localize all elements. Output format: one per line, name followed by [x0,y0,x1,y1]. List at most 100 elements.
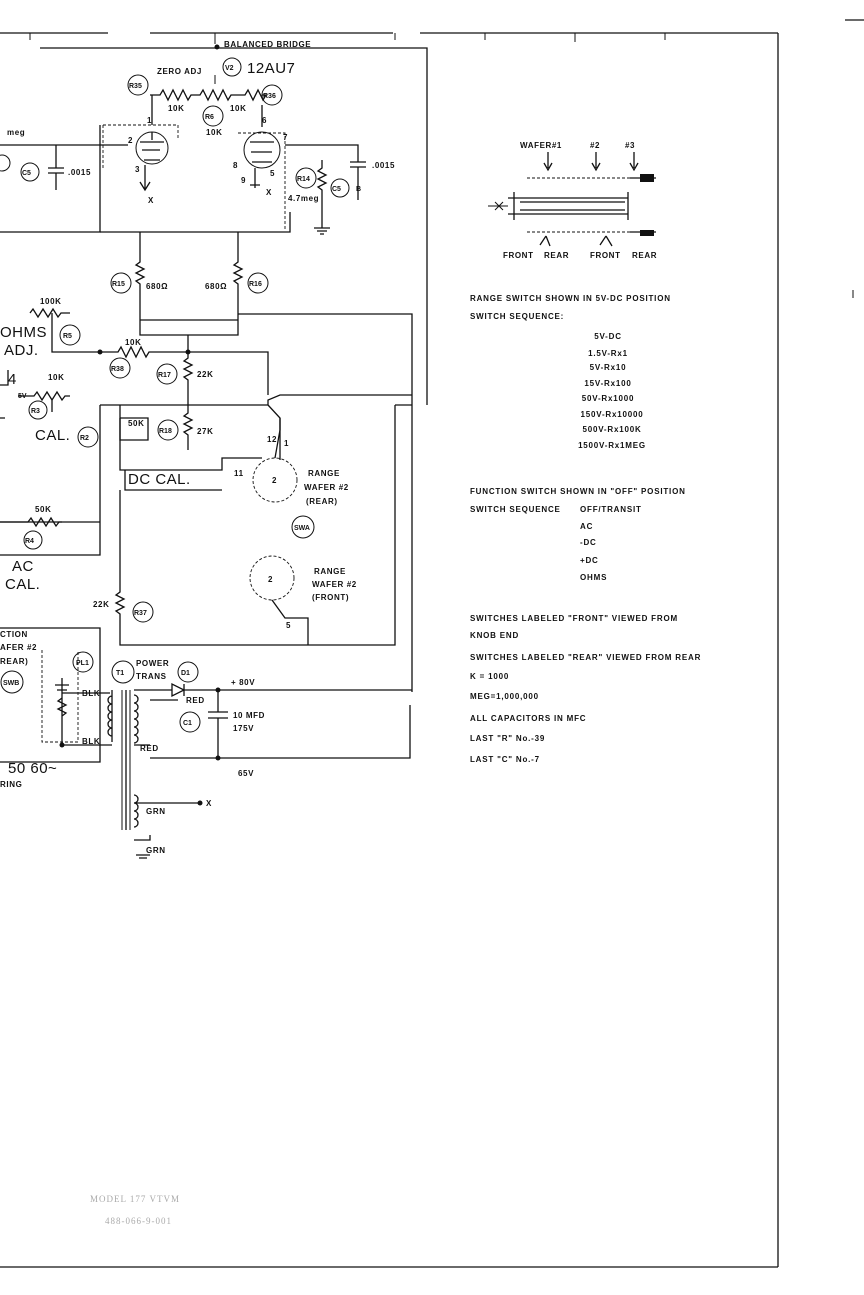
pin9-label: 9 [241,176,246,185]
function-switch: CTION AFER #2 REAR) SWB PL1 BLK BLK 50 6… [0,627,112,789]
last-c-note: LAST "C" No.-7 [470,755,540,764]
function-seq-item: -DC [580,538,597,547]
grn-top: GRN [146,807,166,816]
range-front-title: RANGE [314,567,346,576]
c1-circle [179,711,201,733]
wafer-rear-pin11: 11 [234,469,244,478]
r18-label: R18 [159,428,172,435]
trans-label: TRANS [136,672,167,681]
pin1-label: 1 [147,116,152,125]
pin8-label: 8 [233,161,238,170]
r15-circle [110,272,132,294]
plate-load-resistors: R15 680Ω 680Ω R16 [110,232,413,692]
swa-label: SWA [294,525,310,532]
blk-bottom: BLK [82,737,100,746]
range-rear-side: (REAR) [306,497,338,506]
range-rear-title: RANGE [308,469,340,478]
function-heading: FUNCTION SWITCH SHOWN IN "OFF" POSITION [470,487,686,496]
power-label: POWER [136,659,169,668]
model-label: MODEL 177 VTVM [90,1194,180,1204]
x-left-label: X [148,196,154,205]
r17-label: R17 [158,372,171,379]
r35-circle [127,74,149,96]
c5-left-value: .0015 [68,168,91,177]
wafer2-label: #2 [590,141,600,150]
cap-note: ALL CAPACITORS IN MFC [470,714,586,723]
function-seq-item: OHMS [580,573,607,582]
t1-label: T1 [116,670,124,677]
adj-label: ADJ. [4,342,39,359]
function-label-2: AFER #2 [0,643,37,652]
input-network-left: meg C5 .0015 [0,125,128,233]
wafer-switch-drawing: WAFER#1 #2 #3 FRONT REAR FRONT REAR [488,141,657,260]
zero-adj-label: ZERO ADJ [157,67,202,76]
wafer1-label: WAFER#1 [520,141,562,150]
r38-value: 10K [125,338,141,347]
bridge-header: BALANCED BRIDGE [40,40,428,405]
pl1-label: PL1 [76,660,89,667]
r35-label: R35 [129,83,142,90]
wafer3-label: #3 [625,141,635,150]
c5-right-value: .0015 [372,161,395,170]
function-seq-item: OFF/TRANSIT [580,505,642,514]
front2-label: FRONT [590,251,621,260]
r6-value: 10K [206,128,222,137]
range-heading: RANGE SWITCH SHOWN IN 5V-DC POSITION [470,294,671,303]
r3-value: 10K [48,373,64,382]
d1-label: D1 [181,670,190,677]
c5-left-label: C5 [22,170,31,177]
front1-label: FRONT [503,251,534,260]
r18-value: 27K [197,427,213,436]
v65-label: 65V [238,769,254,778]
tube-v2: ZERO ADJ V2 12AU7 R35 R36 10K 10K R6 10K… [102,57,295,230]
ac-label: AC [12,558,34,575]
r35-value: 10K [168,104,184,113]
r5-circle [59,324,81,346]
x-grn-label: X [206,799,212,808]
range-seq-item: 150V-Rx10000 [581,410,644,419]
range-wafer-front: 22K R37 2 5 RANGE WAFER #2 (FRONT) [93,404,412,646]
range-sequence-list: 5V-DC 1.5V-Rx1 5V-Rx10 15V-Rx100 50V-Rx1… [578,332,646,450]
pin7-label: 7 [283,133,288,142]
r4-circle [23,530,43,550]
ac-cal-label: CAL. [5,576,40,593]
range-seq-item: 1500V-Rx1MEG [578,441,646,450]
rear-note: SWITCHES LABELED "REAR" VIEWED FROM REAR [470,653,701,662]
notes-block: RANGE SWITCH SHOWN IN 5V-DC POSITION SWI… [470,294,701,764]
plus-80v-label: + 80V [231,678,255,687]
ac-pot-value: 50K [35,505,51,514]
r6-circle [202,105,224,127]
r16-circle [247,272,269,294]
r14-label: R14 [297,176,310,183]
tube-type-label: 12AU7 [247,60,295,77]
r37-circle [132,601,154,623]
range-front-side: (FRONT) [312,593,349,602]
c1-value-2: 175V [233,724,254,733]
swb-label: SWB [3,680,19,687]
power-supply: T1 POWER TRANS D1 + 80V RED RED + 80V C1… [107,659,412,859]
dc-cal-label: DC CAL. [128,471,191,488]
t1-circle [111,660,135,684]
r18-circle [157,419,179,441]
red-bottom: RED [140,744,159,753]
range-seq-item: 5V-DC [594,332,622,341]
c5-right-label: C5 [332,186,341,193]
r17-circle [156,363,178,385]
r16-label: R16 [249,281,262,288]
pin2-label: 2 [128,136,133,145]
wafer-rear-pin2: 2 [272,476,277,485]
r5-label: R5 [63,333,72,340]
pin3-label: 3 [135,165,140,174]
cal-network: 4 10K 5V R3 CAL. R2 [0,370,412,556]
bridge-title: BALANCED BRIDGE [224,40,311,49]
front-note-2: KNOB END [470,631,519,640]
range-seq-item: 15V-Rx100 [584,379,631,388]
c5-right-suffix: B [356,186,361,193]
rear2-label: REAR [632,251,657,260]
front-note-1: SWITCHES LABELED "FRONT" VIEWED FROM [470,614,678,623]
part-number: 488-066-9-001 [105,1216,172,1226]
function-seq-item: +DC [580,556,599,565]
d1-circle [177,661,199,683]
dc-pot-value: 50K [128,419,144,428]
